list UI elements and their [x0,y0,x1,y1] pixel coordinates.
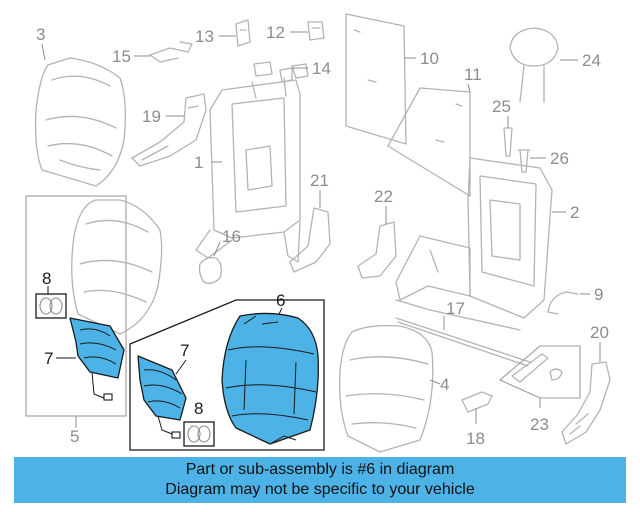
callout-9: 9 [594,285,603,304]
callout-17: 17 [446,299,465,318]
part-21-cover [289,207,331,273]
callout-10: 10 [420,49,439,68]
callout-7-left: 7 [44,349,53,368]
part-20-side-trim [561,361,611,445]
callout-2: 2 [570,203,579,222]
banner-line-1: Part or sub-assembly is #6 in diagram [185,461,455,478]
callout-11: 11 [464,65,482,84]
part-3-seat-back-cover [34,57,126,187]
part-2-seat-frame [395,157,553,331]
leader-3 [41,43,46,61]
callout-22: 22 [374,187,393,206]
callout-23: 23 [530,415,549,434]
part-8-clip-set-left [35,293,67,319]
part-26-guide [517,149,531,173]
part-10-back-panel [345,13,407,145]
callout-24: 24 [582,51,601,70]
callout-20: 20 [590,323,609,342]
callout-8-right: 8 [194,399,203,418]
part-17-rod [395,317,531,367]
part-23-trim-set [498,345,581,399]
callout-25: 25 [492,97,511,116]
callout-21: 21 [310,171,329,190]
part-6-seat-back-cushion [221,312,319,445]
part-7-heater-mat-right [137,355,187,439]
callout-26: 26 [550,149,569,168]
callout-18: 18 [466,429,485,448]
part-22-cover [357,221,397,279]
part-25-guide [503,127,513,157]
part-14-clips [253,61,309,83]
part-9-cable [547,291,579,315]
part-16-knob [198,256,222,284]
part-6-box [129,299,325,451]
callout-5: 5 [70,427,79,446]
part-12-clip [307,21,325,41]
part-8-clip-set-right [183,421,215,447]
part-18-clip [461,391,493,413]
part-24-headrest [509,27,559,103]
leader-7-right [175,359,187,375]
callout-15: 15 [112,47,131,66]
callout-1: 1 [194,153,203,172]
callout-19: 19 [142,107,161,126]
callout-3: 3 [36,25,45,44]
callout-7-right: 7 [180,341,189,360]
callout-16: 16 [222,227,241,246]
info-banner: Part or sub-assembly is #6 in diagram Di… [14,457,626,503]
part-4-seat-cushion [339,324,434,453]
part-1-seat-back-frame [195,77,301,263]
callout-6: 6 [276,291,285,310]
part-15-bracket [149,41,193,63]
part-7-heater-mat-left [69,317,125,401]
leader-4 [429,379,441,385]
part-5-seat-back-cover [71,199,163,335]
part-19-trim [131,93,207,167]
callout-14: 14 [312,59,331,78]
callout-13: 13 [195,27,214,46]
part-13-clip [235,19,251,47]
callout-8-left: 8 [42,269,51,288]
callout-12: 12 [266,23,285,42]
banner-line-2: Diagram may not be specific to your vehi… [165,481,475,498]
leader-16 [213,241,221,257]
callout-4: 4 [440,375,449,394]
leader-11 [467,83,471,93]
